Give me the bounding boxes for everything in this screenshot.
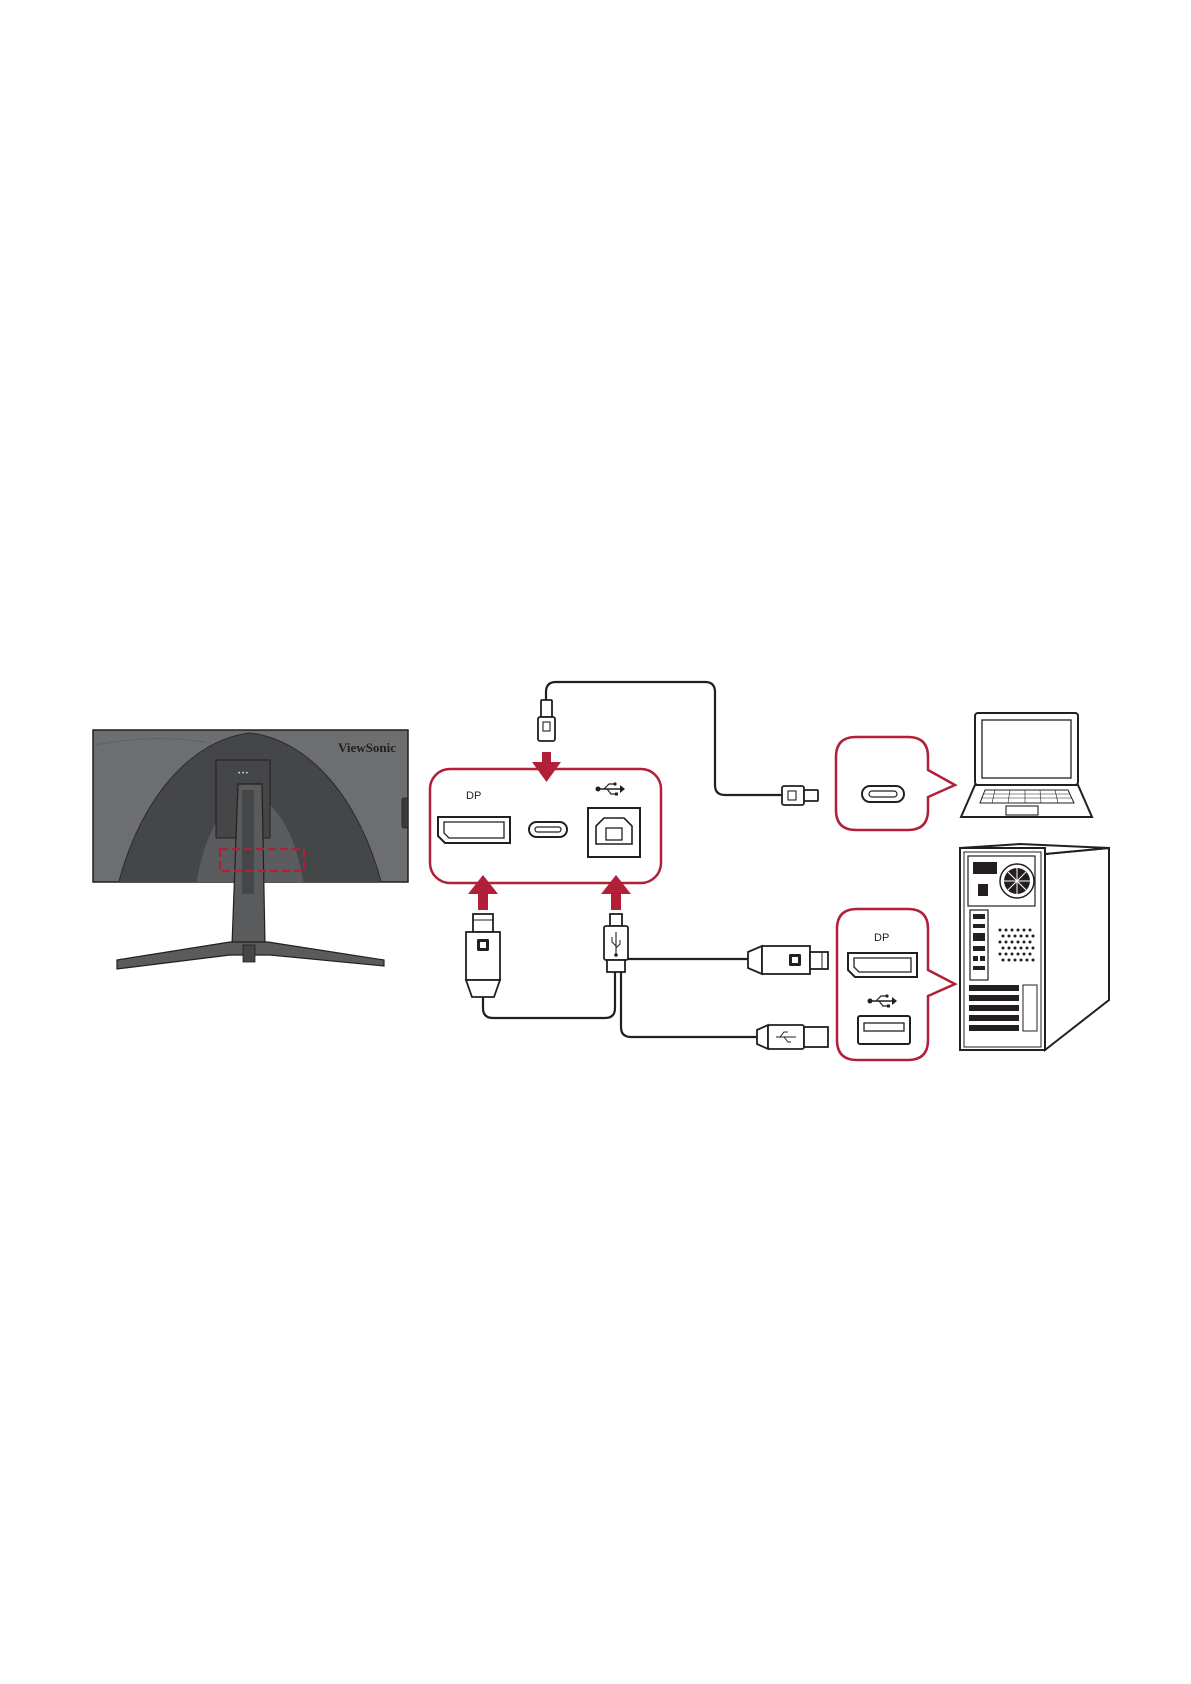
usb-c-port xyxy=(529,822,567,837)
svg-text:• • •: • • • xyxy=(238,771,248,777)
usb-c-plug-top xyxy=(538,700,555,741)
usb-a-port xyxy=(858,1016,910,1044)
usb-b-port xyxy=(588,808,640,857)
laptop-callout-bubble xyxy=(836,737,955,830)
laptop-port-callout xyxy=(836,737,955,830)
usb-a-plug-desktop xyxy=(757,1025,828,1049)
desktop-dp-port-label: DP xyxy=(874,932,889,944)
laptop-icon xyxy=(961,713,1092,817)
displayport-port xyxy=(848,953,917,977)
dp-port-label: DP xyxy=(466,790,481,802)
displayport-plug-desktop xyxy=(748,946,828,974)
usb-c-port xyxy=(862,786,904,802)
usb-c-plug-laptop xyxy=(782,786,818,805)
monitor-ports-callout: DP xyxy=(430,769,661,883)
usb-a-to-b-cable xyxy=(621,972,757,1037)
displayport-port xyxy=(438,817,510,843)
monitor-brand-logo: ViewSonic xyxy=(338,740,396,755)
displayport-plug-monitor xyxy=(466,914,500,997)
usb-b-plug-monitor xyxy=(604,914,628,972)
desktop-tower-icon xyxy=(960,844,1109,1050)
desktop-ports-callout: DP xyxy=(837,909,955,1060)
monitor-rear-icon: ViewSonic • • • xyxy=(93,730,408,969)
tower-side-panel xyxy=(1045,848,1109,1050)
